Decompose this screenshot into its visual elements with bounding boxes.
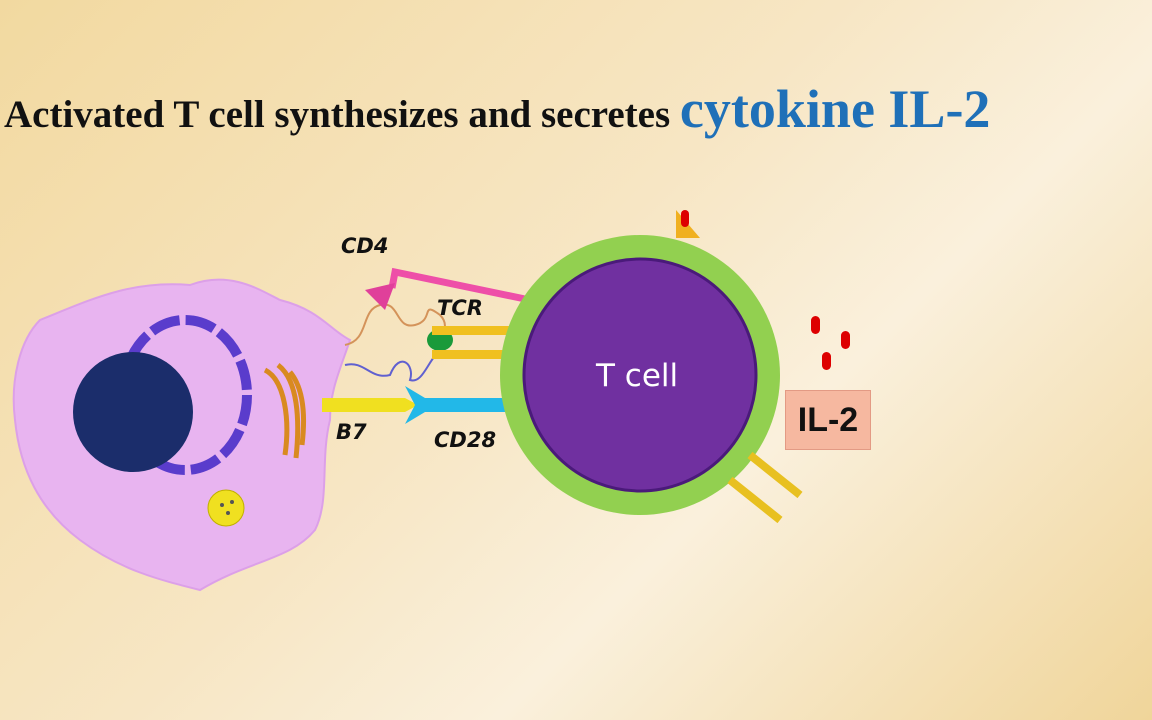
golgi <box>263 363 307 459</box>
cd4-label: CD4 <box>341 234 389 258</box>
il2-molecule <box>822 352 831 370</box>
b7-label: B7 <box>336 420 367 444</box>
er-membranes <box>118 315 252 475</box>
vesicle <box>207 489 245 527</box>
tcr-label: TCR <box>437 296 483 320</box>
nucleus <box>73 352 193 472</box>
il2-molecule <box>811 316 820 334</box>
mhc-strand <box>344 303 446 346</box>
il2-molecule <box>681 210 689 227</box>
tcr-chain <box>432 326 510 335</box>
il2-receptor <box>727 476 783 524</box>
slide-title: Activated T cell synthesizes and secrete… <box>4 79 991 139</box>
t-cell-label: T cell <box>596 358 679 394</box>
il2-molecule <box>841 331 850 349</box>
cd28-molecule <box>405 386 515 424</box>
cd28-label: CD28 <box>434 428 497 452</box>
mhc-strand <box>344 349 446 382</box>
il2-receptor <box>747 451 803 499</box>
b7-molecule <box>322 398 418 412</box>
cd4-molecule <box>388 267 531 304</box>
t-cell <box>522 257 758 493</box>
il2-label: IL-2 <box>797 400 859 439</box>
tcr-chain <box>432 350 510 359</box>
il2-label-box: IL-2 <box>785 390 871 450</box>
